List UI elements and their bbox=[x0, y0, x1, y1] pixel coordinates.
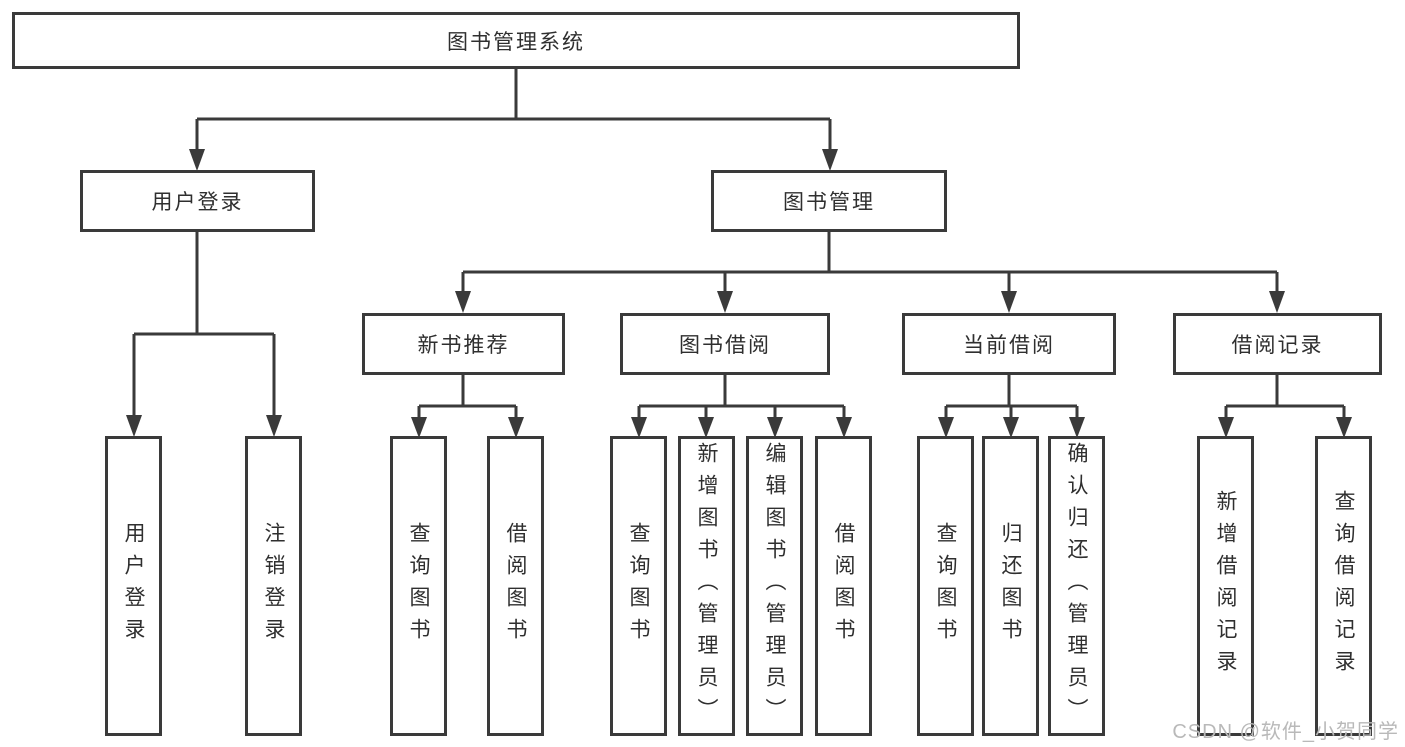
leaf-query-book-3: 查询图书 bbox=[917, 436, 974, 736]
connector-borrow-record-children bbox=[1218, 375, 1352, 438]
node-new-book-rec: 新书推荐 bbox=[362, 313, 565, 375]
connector-current-borrow-children bbox=[938, 375, 1085, 438]
node-book-mgmt: 图书管理 bbox=[711, 170, 947, 232]
leaf-confirm-return-label: 确认归还（管理员） bbox=[1065, 442, 1088, 730]
node-current-borrow-label: 当前借阅 bbox=[963, 334, 1055, 357]
node-book-mgmt-label: 图书管理 bbox=[783, 191, 875, 214]
leaf-logout: 注销登录 bbox=[245, 436, 302, 736]
leaf-query-book-1-label: 查询图书 bbox=[407, 522, 430, 650]
leaf-query-book-2: 查询图书 bbox=[610, 436, 667, 736]
leaf-add-book-label: 新增图书（管理员） bbox=[695, 442, 718, 730]
leaf-query-book-1: 查询图书 bbox=[390, 436, 447, 736]
node-root-label: 图书管理系统 bbox=[447, 30, 585, 54]
node-root: 图书管理系统 bbox=[12, 12, 1020, 69]
leaf-query-record: 查询借阅记录 bbox=[1315, 436, 1372, 736]
node-current-borrow: 当前借阅 bbox=[902, 313, 1116, 375]
leaf-edit-book: 编辑图书（管理员） bbox=[746, 436, 803, 736]
leaf-add-record: 新增借阅记录 bbox=[1197, 436, 1254, 736]
node-user-login-label: 用户登录 bbox=[151, 191, 244, 214]
connector-new-book-rec-children bbox=[411, 375, 524, 438]
leaf-confirm-return: 确认归还（管理员） bbox=[1048, 436, 1105, 736]
leaf-borrow-book-2-label: 借阅图书 bbox=[832, 522, 855, 650]
leaf-query-record-label: 查询借阅记录 bbox=[1332, 490, 1355, 682]
leaf-return-book: 归还图书 bbox=[982, 436, 1039, 736]
leaf-add-book: 新增图书（管理员） bbox=[678, 436, 735, 736]
node-new-book-rec-label: 新书推荐 bbox=[417, 334, 510, 357]
leaf-query-book-2-label: 查询图书 bbox=[627, 522, 650, 650]
node-book-borrow: 图书借阅 bbox=[620, 313, 830, 375]
leaf-user-login: 用户登录 bbox=[105, 436, 162, 736]
leaf-return-book-label: 归还图书 bbox=[999, 522, 1022, 650]
connector-user-login-children bbox=[126, 232, 282, 437]
node-borrow-record: 借阅记录 bbox=[1173, 313, 1382, 375]
leaf-add-record-label: 新增借阅记录 bbox=[1214, 490, 1237, 682]
node-borrow-record-label: 借阅记录 bbox=[1231, 334, 1324, 357]
leaf-borrow-book-2: 借阅图书 bbox=[815, 436, 872, 736]
node-user-login: 用户登录 bbox=[80, 170, 315, 232]
connector-book-mgmt-children bbox=[455, 232, 1285, 313]
leaf-logout-label: 注销登录 bbox=[262, 522, 285, 650]
leaf-borrow-book-1-label: 借阅图书 bbox=[504, 522, 527, 650]
connector-book-borrow-children bbox=[631, 375, 852, 438]
leaf-borrow-book-1: 借阅图书 bbox=[487, 436, 544, 736]
connector-root-to-level2 bbox=[189, 68, 838, 171]
leaf-user-login-label: 用户登录 bbox=[122, 522, 145, 650]
node-book-borrow-label: 图书借阅 bbox=[679, 334, 771, 357]
leaf-edit-book-label: 编辑图书（管理员） bbox=[763, 442, 786, 730]
csdn-watermark: CSDN @软件_小贺同学 bbox=[1172, 721, 1399, 743]
leaf-query-book-3-label: 查询图书 bbox=[934, 522, 957, 650]
